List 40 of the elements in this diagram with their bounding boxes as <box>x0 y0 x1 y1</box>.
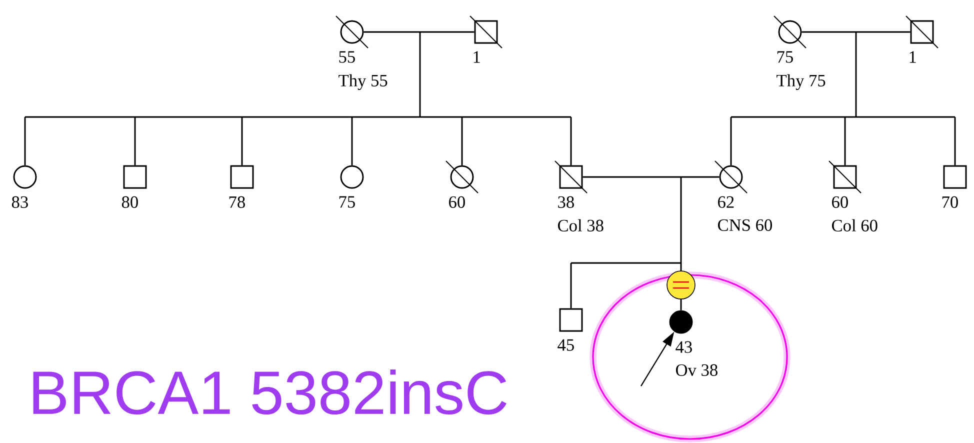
age-label: 60 <box>832 196 848 208</box>
gene-label: BRCA1 5382insC <box>33 370 506 415</box>
age-label: 45 <box>558 339 574 351</box>
pedigree-line <box>730 31 956 166</box>
deceased-female-circle <box>714 160 748 194</box>
female-circle <box>340 165 364 189</box>
age-label: 38 <box>558 196 574 208</box>
age-label: 55 <box>339 51 355 63</box>
deceased-male-square <box>828 160 862 194</box>
affected-female-circle <box>669 310 693 334</box>
female-circle <box>13 165 37 189</box>
age-label: Ov 38 <box>676 364 718 376</box>
deceased-female-circle <box>446 160 478 194</box>
age-label: Col 38 <box>558 219 604 232</box>
age-label: Col 60 <box>832 219 878 232</box>
deceased-female-circle <box>336 16 368 48</box>
age-label: 43 <box>676 341 692 353</box>
deceased-male-square <box>470 16 502 48</box>
age-label: 80 <box>122 196 138 208</box>
pedigree-line <box>24 31 572 166</box>
male-square <box>123 165 147 189</box>
male-square <box>943 165 967 189</box>
age-label: 1 <box>910 51 916 63</box>
age-label: 75 <box>777 51 793 63</box>
age-label: 62 <box>718 196 734 208</box>
deceased-female-circle <box>774 16 806 48</box>
deceased-male-square <box>906 16 938 48</box>
age-label: Thy 55 <box>338 74 388 90</box>
age-label: 70 <box>942 196 958 208</box>
male-square <box>230 165 254 189</box>
pedigree-line <box>570 176 720 310</box>
age-label: 60 <box>449 196 465 208</box>
male-square <box>559 308 583 332</box>
age-label: 83 <box>12 196 28 208</box>
age-label: 1 <box>474 51 480 63</box>
age-label: 78 <box>229 196 245 208</box>
deceased-male-square <box>554 160 588 194</box>
age-label: CNS 60 <box>718 219 772 231</box>
age-label: Thy 75 <box>776 74 826 90</box>
age-label: 75 <box>339 196 355 208</box>
